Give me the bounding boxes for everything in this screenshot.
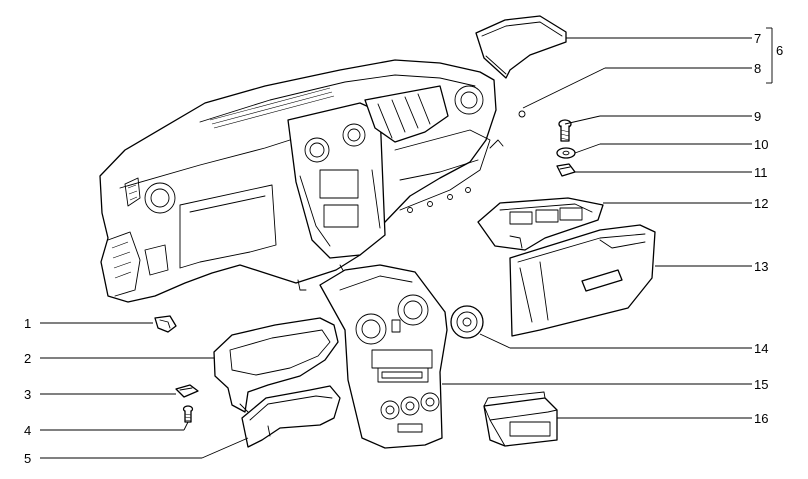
callout-9: 9 [754,109,761,124]
leader-lines [40,27,773,459]
callout-2: 2 [24,351,31,366]
knob-part [450,305,484,339]
screw-small-part [182,405,194,423]
callout-16: 16 [754,411,768,426]
callout-14: 14 [754,341,768,356]
clip-part [556,163,576,177]
callout-15: 15 [754,377,768,392]
box-unit-part [483,391,558,447]
washer-part [556,147,576,159]
lower-cover-part [241,385,341,448]
top-cover-part [475,15,567,79]
callout-10: 10 [754,137,768,152]
center-console-part [319,264,448,449]
callout-7: 7 [754,31,761,46]
callout-labels: 7 6 8 9 10 11 12 13 14 15 16 1 2 3 4 5 [24,31,783,466]
dashboard-panel [99,59,526,303]
callout-11: 11 [754,165,768,180]
callout-4: 4 [24,423,31,438]
upper-lid-part [477,197,604,251]
glovebox-part [509,224,656,337]
cluster-bezel-part [213,317,339,413]
left-clip-part [154,315,177,333]
callout-6: 6 [776,43,783,58]
callout-3: 3 [24,387,31,402]
callout-8: 8 [754,61,761,76]
small-bracket-part [175,384,199,398]
callout-13: 13 [754,259,768,274]
callout-12: 12 [754,196,768,211]
callout-1: 1 [24,316,31,331]
callout-5: 5 [24,451,31,466]
